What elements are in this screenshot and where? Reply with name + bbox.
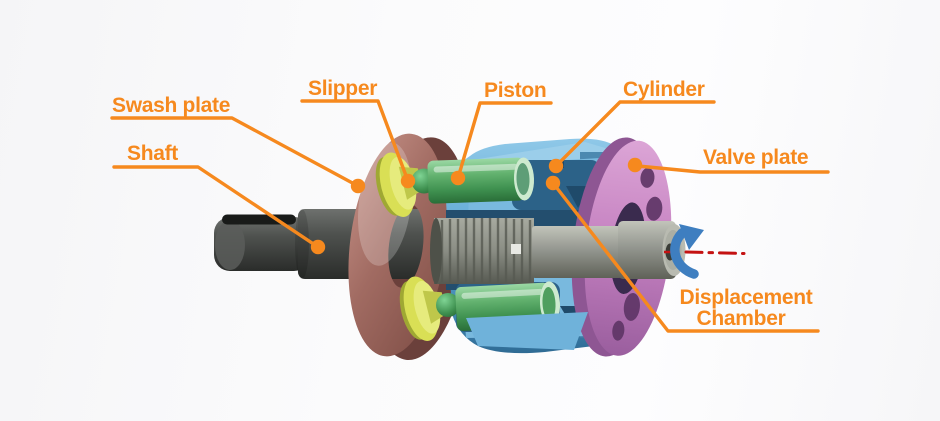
piston-top-open-bore — [516, 163, 530, 195]
rotation-arrow-icon — [670, 224, 704, 279]
callout-displacement-chamber-dot — [545, 175, 561, 191]
callout-swash-plate: Swash plate — [110, 94, 366, 194]
callout-shaft: Shaft — [112, 142, 326, 255]
valve-plate-face — [584, 140, 672, 356]
callout-shaft-dot — [310, 239, 326, 255]
axis-line — [684, 250, 746, 255]
piston-top — [427, 157, 535, 204]
callout-displacement-chamber-line — [551, 181, 820, 333]
piston-bottom-sheen — [461, 288, 544, 299]
callout-cylinder: Cylinder — [548, 78, 716, 174]
callout-slipper-line — [300, 99, 410, 183]
shaft-mid-section — [532, 226, 622, 278]
callout-slipper: Slipper — [300, 77, 416, 189]
shaft-step-shade — [295, 209, 309, 279]
cylinder-block-bottom-front-face — [466, 312, 588, 350]
label-chamber: Chamber — [697, 307, 786, 330]
label-shaft: Shaft — [127, 142, 178, 165]
slipper-bottom-ball — [436, 293, 460, 317]
callout-swash-plate-line — [110, 116, 360, 188]
label-swash-plate: Swash plate — [112, 94, 230, 117]
spline-notch — [511, 244, 521, 254]
piston-top-body — [427, 157, 525, 204]
label-piston: Piston — [484, 79, 546, 102]
callout-cylinder-line — [554, 100, 716, 168]
valve-plate-port-4 — [623, 292, 640, 321]
callout-slipper-dot — [400, 173, 416, 189]
rotation-arrow-arc — [670, 228, 699, 279]
label-slipper: Slipper — [308, 77, 377, 100]
callout-piston-line — [456, 101, 553, 180]
valve-plate-port-5 — [612, 320, 625, 341]
callout-cylinder-dot — [548, 158, 564, 174]
valve-plate-port-2 — [646, 196, 663, 221]
splined-shaft — [430, 218, 686, 284]
label-displacement: Displacement — [680, 286, 813, 309]
label-valve-plate: Valve plate — [703, 146, 808, 169]
callout-shaft-line — [112, 165, 320, 249]
rotation-arrow-head — [679, 224, 704, 250]
piston-bottom-open-bore — [542, 286, 556, 320]
callout-valve-plate-line — [636, 164, 830, 174]
valve-plate-port-1 — [640, 167, 655, 188]
spline-left-edge — [430, 218, 442, 284]
callout-piston-dot — [450, 170, 466, 186]
label-cylinder: Cylinder — [623, 78, 705, 101]
callout-swash-plate-dot — [350, 178, 366, 194]
callout-valve-plate-dot — [627, 157, 643, 173]
piston-top-sheen — [433, 163, 518, 173]
callout-valve-plate: Valve plate — [627, 146, 830, 174]
shaft-end-sheen — [215, 220, 245, 270]
shaft-output-boss — [618, 221, 676, 279]
callout-displacement-chamber: Displacement Chamber — [545, 175, 820, 333]
callout-piston: Piston — [450, 79, 553, 186]
